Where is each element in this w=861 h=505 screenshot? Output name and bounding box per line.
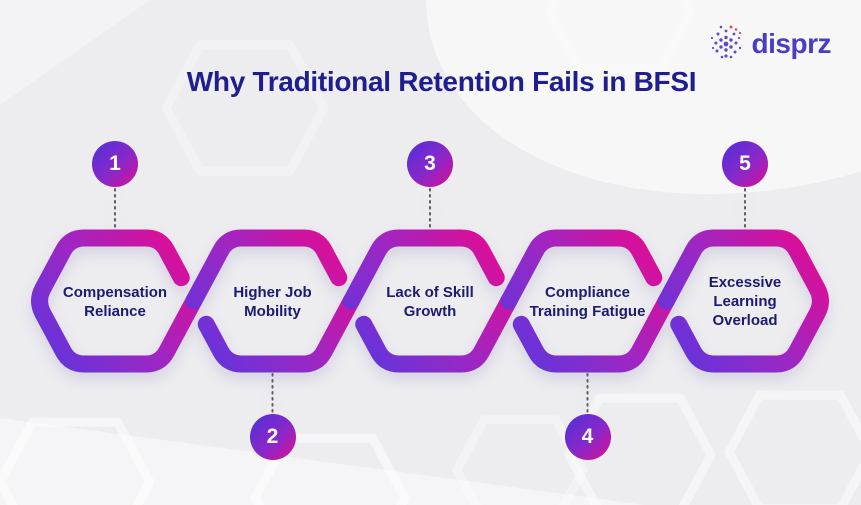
hexagon-outline [657, 229, 829, 373]
step-label: Compensation Reliance [62, 283, 168, 320]
step-number: 2 [266, 425, 279, 448]
step-label: Compliance Training Fatigue [529, 283, 646, 320]
retention-step: 4 Compliance Training Fatigue [528, 0, 648, 505]
step-number: 4 [581, 425, 594, 448]
page-title: Why Traditional Retention Fails in BFSI [186, 66, 697, 97]
step-badge: 1 [92, 141, 138, 187]
step-badge: 4 [564, 414, 611, 460]
step-number: 3 [424, 152, 436, 175]
step-number: 5 [739, 152, 751, 175]
hexagon-outline [342, 229, 505, 310]
hexagon-outline [185, 229, 348, 310]
disprz-logo-icon [710, 25, 741, 59]
disprz-logo-text: disprz [751, 28, 832, 59]
hexagon-outline [500, 229, 663, 310]
disprz-logo: disprz [709, 24, 832, 64]
retention-step: 1 Compensation Reliance [55, 0, 175, 505]
step-badge: 5 [722, 141, 768, 187]
step-badge: 3 [407, 141, 453, 187]
step-label: Higher Job Mobility [233, 283, 312, 320]
retention-step: 5 Excessive Learning Overload [685, 0, 805, 505]
retention-step: 2 Higher Job Mobility [213, 0, 333, 505]
hexagon-outline [512, 292, 675, 373]
step-badge: 2 [249, 414, 296, 460]
retention-step: 3 Lack of Skill Growth [370, 0, 490, 505]
hexagon-outline [31, 229, 203, 373]
hexagon-outline [197, 292, 360, 373]
step-label: Lack of Skill Growth [386, 283, 474, 320]
hexagon-outline [355, 292, 518, 373]
step-label: Excessive Learning Overload [708, 274, 782, 330]
step-number: 1 [109, 152, 121, 175]
